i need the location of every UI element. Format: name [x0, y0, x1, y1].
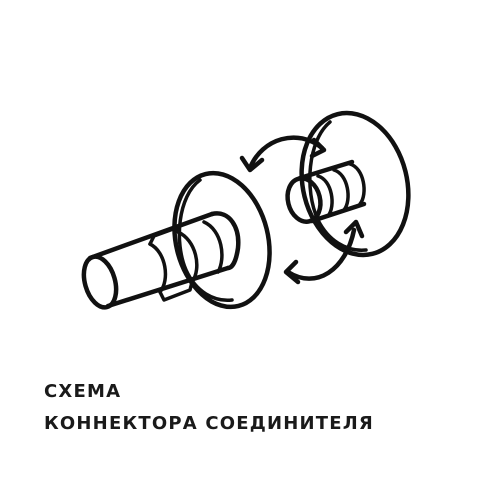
- right-flange-disc-icon: [299, 110, 411, 258]
- curved-double-arrow-icon: [239, 135, 365, 285]
- caption-subtitle: КОННЕКТОРА СОЕДИНИТЕЛЯ: [44, 413, 374, 434]
- diagram-caption: СХЕМА КОННЕКТОРА СОЕДИНИТЕЛЯ: [44, 376, 374, 440]
- left-connector-assembly: [81, 170, 272, 310]
- ribbed-stud-icon: [285, 159, 367, 224]
- left-flange-disc-icon: [172, 170, 272, 310]
- tapered-plug-icon: [81, 211, 241, 310]
- caption-title: СХЕМА: [44, 381, 122, 402]
